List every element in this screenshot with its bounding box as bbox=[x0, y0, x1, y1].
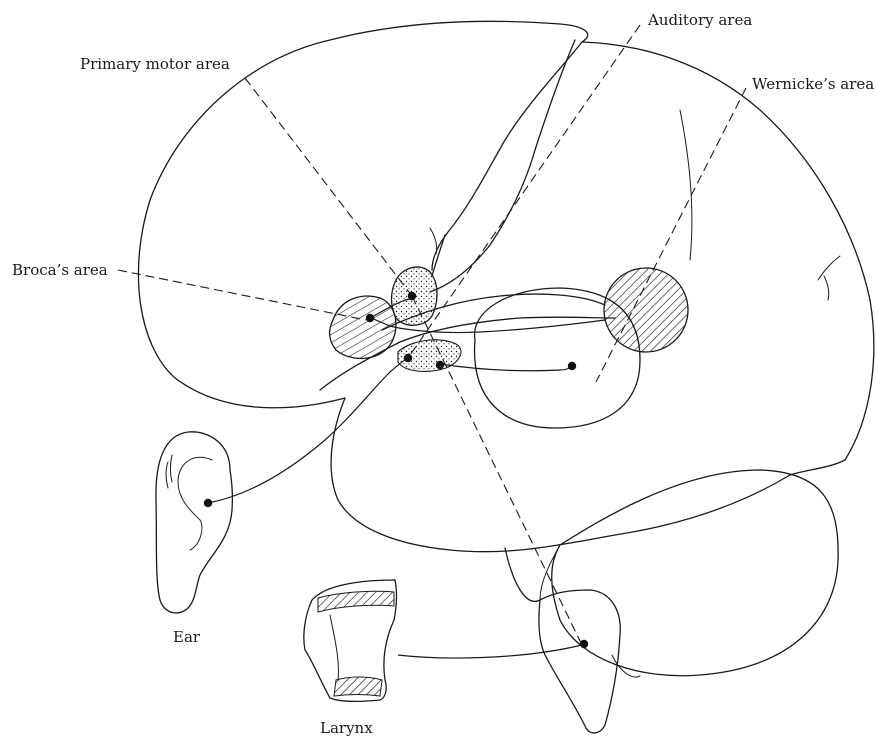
label-brocas-area: Broca’s area bbox=[12, 261, 108, 279]
ear-illustration bbox=[156, 432, 232, 613]
node-auditory-2 bbox=[436, 361, 444, 369]
node-auditory bbox=[404, 354, 412, 362]
node-broca bbox=[366, 314, 374, 322]
node-ear bbox=[204, 499, 212, 507]
larynx-top-band bbox=[318, 591, 394, 612]
wernickes-area-region bbox=[604, 268, 688, 352]
node-larynx bbox=[580, 640, 588, 648]
motor-larynx-pathway bbox=[398, 645, 582, 658]
label-ear: Ear bbox=[173, 628, 201, 646]
brocas-area-region bbox=[330, 296, 396, 358]
leader-primary-motor bbox=[245, 78, 412, 296]
node-primary-motor bbox=[408, 292, 416, 300]
leader-broca bbox=[118, 270, 366, 320]
node-wernicke bbox=[568, 362, 576, 370]
cerebellum bbox=[552, 470, 838, 676]
labels: Primary motor area Auditory area Wernick… bbox=[12, 11, 874, 737]
medulla-edge bbox=[540, 545, 560, 600]
superior-sulcus bbox=[430, 40, 575, 292]
cerebellum-and-brainstem bbox=[505, 470, 838, 733]
larynx-bottom-band bbox=[334, 677, 382, 696]
ear-shading bbox=[166, 455, 172, 488]
occipital-notch bbox=[818, 256, 840, 300]
leader-primary-motor-lower bbox=[412, 296, 582, 645]
auditory-wernicke-pathway bbox=[440, 364, 572, 371]
label-wernickes-area: Wernicke’s area bbox=[752, 75, 874, 93]
brain bbox=[138, 21, 873, 551]
central-sulcus bbox=[432, 42, 582, 270]
frontal-small-fold bbox=[430, 228, 437, 254]
ear-outer bbox=[156, 432, 232, 613]
label-larynx: Larynx bbox=[320, 719, 373, 737]
ear-auditory-pathway bbox=[208, 358, 408, 503]
parietal-fold bbox=[680, 110, 692, 260]
label-primary-motor-area: Primary motor area bbox=[80, 55, 230, 73]
brainstem bbox=[505, 548, 620, 733]
label-auditory-area: Auditory area bbox=[647, 11, 752, 29]
larynx-mid-line bbox=[330, 615, 338, 680]
larynx-illustration bbox=[304, 580, 397, 701]
temporal-lobe-outline bbox=[331, 398, 790, 552]
